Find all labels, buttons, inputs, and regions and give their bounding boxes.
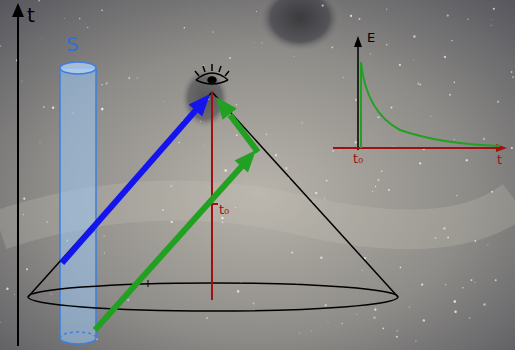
time-axis xyxy=(17,14,19,346)
green-signal-arrow xyxy=(95,97,258,330)
eye-symbol xyxy=(195,64,229,84)
time-axis-label: t xyxy=(497,153,502,167)
axis-head xyxy=(12,3,24,17)
energy-plot xyxy=(333,36,507,152)
energy-axis-label: E xyxy=(367,31,375,45)
blue-signal-arrow xyxy=(62,94,210,263)
time-axis-label: t xyxy=(27,4,35,26)
source-label: S xyxy=(66,33,79,55)
source-cylinder xyxy=(60,62,96,344)
t0-label: t₀ xyxy=(353,152,363,166)
t0-label: t₀ xyxy=(219,203,229,217)
